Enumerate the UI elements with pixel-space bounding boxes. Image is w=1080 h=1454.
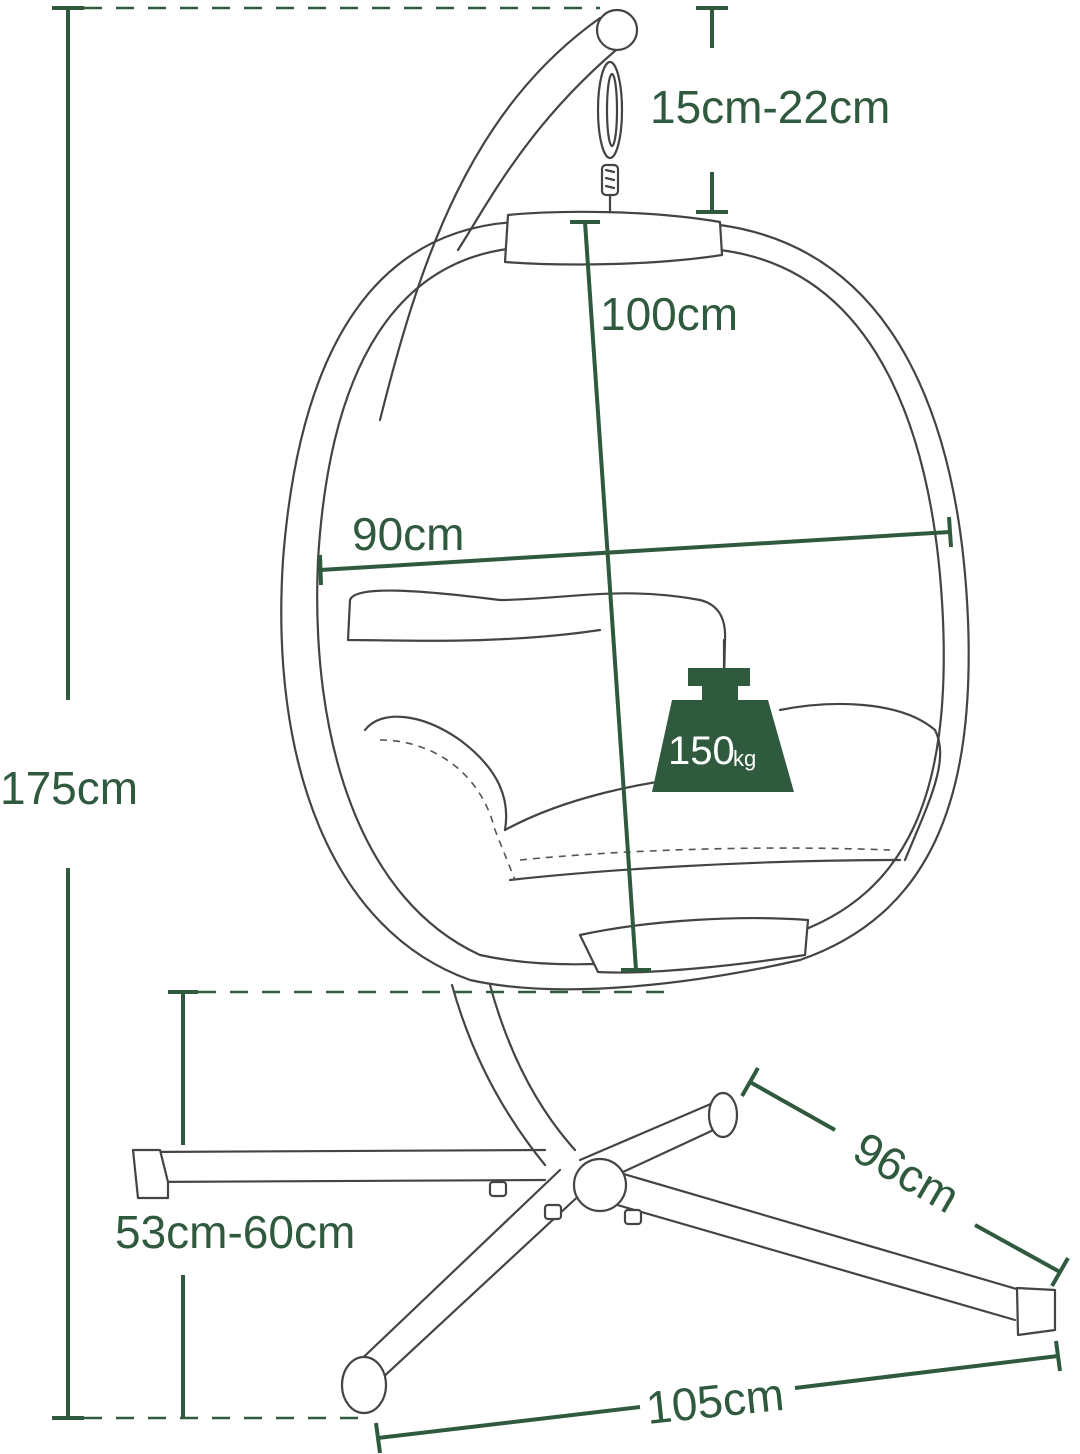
seat-height-label: 53cm-60cm: [115, 1206, 355, 1258]
basket-width-label: 90cm: [352, 508, 464, 560]
dimension-lines: [52, 6, 1070, 1454]
chair-base: [131, 1091, 1057, 1415]
chair-stand: [378, 8, 639, 1167]
stand-top-cap: [595, 8, 639, 52]
basket-height-line: [583, 221, 638, 971]
load-value: 150: [668, 729, 735, 773]
basket-height-label: 100cm: [600, 288, 738, 340]
base-width-label: 105cm: [644, 1368, 787, 1434]
base-left-foot: [131, 1148, 170, 1200]
base-hub: [572, 1157, 628, 1213]
base-back-foot: [707, 1091, 739, 1139]
base-front-foot: [340, 1355, 388, 1415]
base-right-foot: [1015, 1286, 1057, 1337]
load-capacity-badge: 150 kg: [652, 638, 794, 792]
total-height-label: 175cm: [0, 762, 138, 814]
hook-chain: [596, 60, 624, 217]
load-unit: kg: [733, 746, 756, 771]
weight-icon: [652, 668, 794, 792]
hook-length-label: 15cm-22cm: [650, 81, 890, 133]
basket-width-line: [319, 530, 951, 572]
base-depth-label: 96cm: [845, 1122, 968, 1223]
